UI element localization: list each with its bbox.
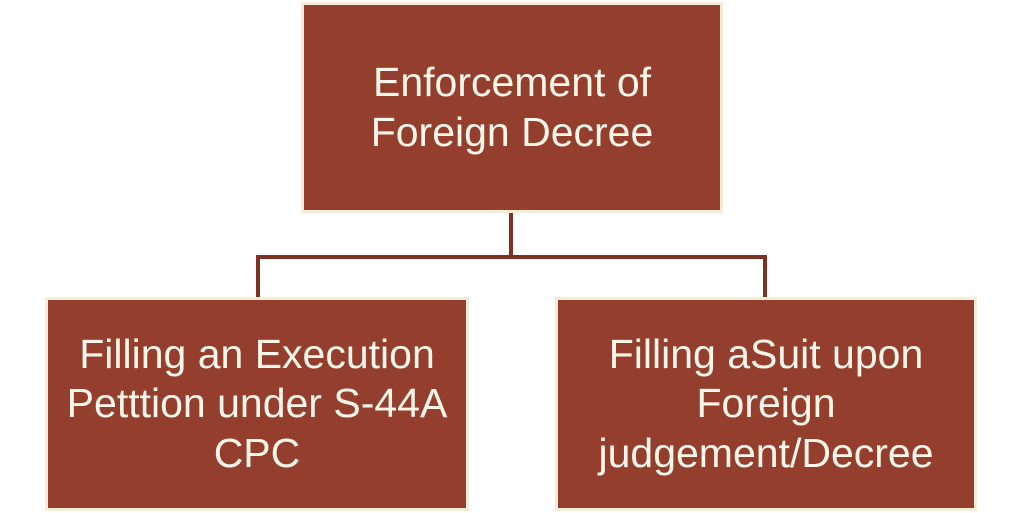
child-node-execution-petition: Filling an Execution Petttion under S-44… xyxy=(45,297,469,511)
connector-root-down xyxy=(509,210,513,259)
child-node-suit: Filling aSuit upon Foreign judgement/Dec… xyxy=(555,297,977,511)
connector-right-down xyxy=(763,255,767,300)
root-node-label: Enforcement of Foreign Decree xyxy=(370,59,654,155)
child-node-label: Filling aSuit upon Foreign judgement/Dec… xyxy=(598,331,934,476)
root-node: Enforcement of Foreign Decree xyxy=(301,2,723,213)
connector-left-down xyxy=(256,255,260,300)
child-node-label: Filling an Execution Petttion under S-44… xyxy=(66,331,448,476)
connector-horizontal xyxy=(256,255,767,259)
